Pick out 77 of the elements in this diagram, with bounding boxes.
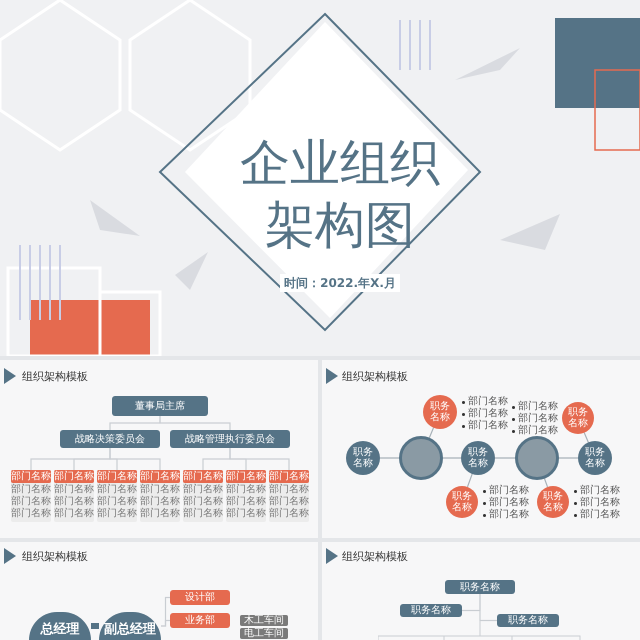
department-item: 部门名称 <box>183 496 223 508</box>
department-item: 部门名称 <box>183 508 223 520</box>
department-header: 部门名称 <box>11 470 51 483</box>
bullet-item: 部门名称 <box>518 413 558 424</box>
connector-line <box>479 594 497 622</box>
department-header: 部门名称 <box>269 470 309 483</box>
department-header: 部门名称 <box>226 470 266 483</box>
department-item: 部门名称 <box>226 484 266 496</box>
department-header: 部门名称 <box>54 470 94 483</box>
connector-line <box>428 427 434 438</box>
bullet-item: 部门名称 <box>518 425 558 437</box>
bullet-item: 部门名称 <box>468 408 508 420</box>
position-box: 职务名称 <box>400 604 462 617</box>
department-item: 部门名称 <box>269 496 309 508</box>
department-card <box>140 470 180 522</box>
date-text: 时间：2022.年X.月 <box>280 274 400 292</box>
connector-line <box>559 457 578 459</box>
position-box: 职务名称 <box>445 580 515 594</box>
bullet-item: 部门名称 <box>580 485 620 496</box>
connector-line <box>466 474 473 488</box>
department-card <box>97 470 137 522</box>
connector-line <box>544 478 548 488</box>
diagram-title: 企业组织架构图 <box>239 133 441 256</box>
department-card <box>54 470 94 522</box>
department-item: 部门名称 <box>97 508 137 520</box>
department-item: 部门名称 <box>226 508 266 520</box>
bullet-item: 部门名称 <box>518 401 558 412</box>
workshop-box: 电工车间 <box>240 628 288 639</box>
position-box: 战略决策委员会 <box>60 430 160 448</box>
slide-heading: 组织架构模板 <box>22 549 89 565</box>
position-box: 职务名称 <box>497 614 559 627</box>
department-item: 部门名称 <box>140 508 180 520</box>
department-card <box>11 470 51 522</box>
bullet-item: 部门名称 <box>489 485 529 496</box>
department-card <box>269 470 309 522</box>
department-item: 部门名称 <box>54 496 94 508</box>
position-box: 战略管理执行委员会 <box>170 430 290 448</box>
department-item: 部门名称 <box>183 484 223 496</box>
bullet-item: 部门名称 <box>580 497 620 508</box>
department-header: 部门名称 <box>140 470 180 483</box>
bullet-item: 部门名称 <box>489 497 529 508</box>
department-item: 部门名称 <box>269 508 309 520</box>
department-header: 部门名称 <box>97 470 137 483</box>
department-item: 部门名称 <box>54 508 94 520</box>
connector-line <box>584 432 589 443</box>
department-item: 部门名称 <box>140 496 180 508</box>
slide-heading: 组织架构模板 <box>342 369 409 385</box>
connector-line <box>443 457 461 459</box>
department-item: 部门名称 <box>54 484 94 496</box>
connector-line <box>91 623 99 629</box>
department-item: 部门名称 <box>11 508 51 520</box>
connector-line <box>161 620 170 627</box>
bullet-item: 部门名称 <box>468 420 508 432</box>
connector-line <box>495 457 515 459</box>
department-item: 部门名称 <box>11 484 51 496</box>
department-item: 部门名称 <box>11 496 51 508</box>
department-item: 部门名称 <box>97 496 137 508</box>
connector-line <box>380 457 399 459</box>
department-item: 部门名称 <box>140 484 180 496</box>
department-card <box>183 470 223 522</box>
bullet-item: 部门名称 <box>489 509 529 521</box>
bullet-item: 部门名称 <box>580 509 620 521</box>
department-item: 部门名称 <box>269 484 309 496</box>
connector-line <box>159 416 231 430</box>
department-item: 部门名称 <box>97 484 137 496</box>
position-box: 董事局主席 <box>112 396 208 416</box>
bullet-item: 部门名称 <box>468 396 508 408</box>
workshop-box: 木工车间 <box>240 615 288 626</box>
connector-line <box>109 448 161 470</box>
department-card <box>226 470 266 522</box>
department-box: 业务部 <box>170 613 230 628</box>
connector-line <box>229 448 290 470</box>
department-item: 部门名称 <box>226 496 266 508</box>
department-header: 部门名称 <box>183 470 223 483</box>
slide-heading: 组织架构模板 <box>22 369 89 385</box>
department-box: 设计部 <box>170 590 230 605</box>
slide-heading: 组织架构模板 <box>342 549 409 565</box>
